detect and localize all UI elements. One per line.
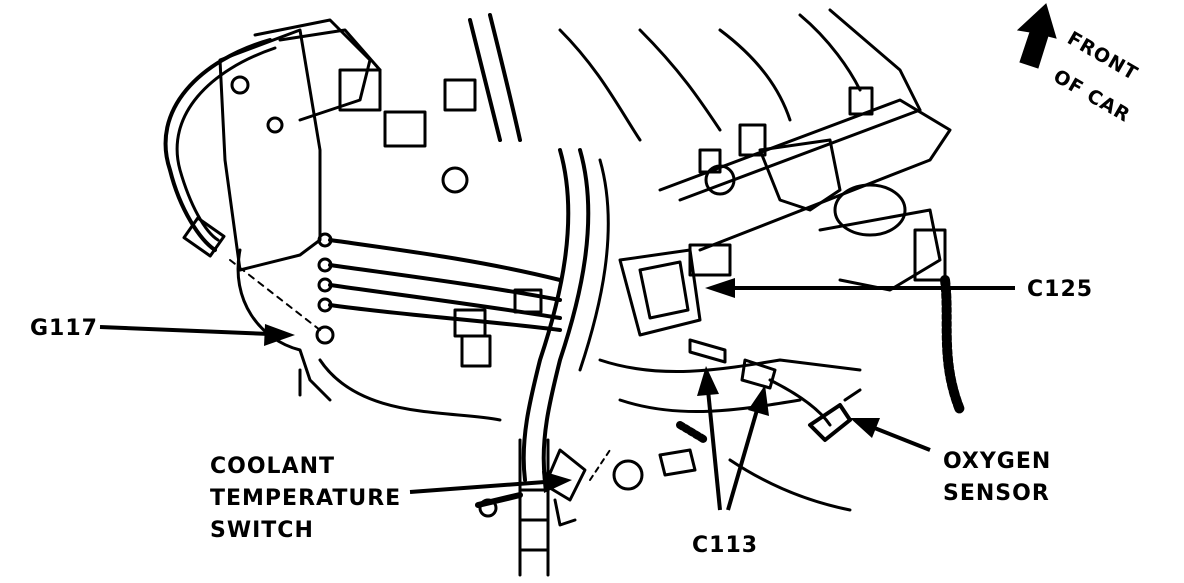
- oxygen-arrowhead: [850, 418, 880, 438]
- coolant-label-line1: COOLANT: [210, 454, 335, 479]
- callout-coolant-temperature-switch: COOLANT TEMPERATURE SWITCH: [210, 454, 572, 543]
- c125-label: C125: [1027, 277, 1093, 302]
- callout-c125: C125: [705, 277, 1093, 302]
- c113-arrowhead-left: [697, 366, 719, 396]
- g117-label: G117: [30, 316, 98, 341]
- callout-oxygen-sensor: OXYGEN SENSOR: [850, 418, 1051, 506]
- coolant-label-line3: SWITCH: [210, 518, 314, 543]
- g117-arrowhead: [264, 324, 295, 346]
- callout-c113: C113: [692, 366, 769, 558]
- c125-arrowhead: [705, 278, 735, 298]
- callout-g117: G117: [30, 316, 295, 346]
- front-of-car-indicator: FRONT OF CAR: [1016, 3, 1142, 127]
- front-arrow-icon: [1016, 3, 1057, 69]
- coolant-label-line2: TEMPERATURE: [210, 486, 401, 511]
- coolant-arrowhead: [542, 471, 572, 493]
- c113-arrowhead-right: [748, 385, 769, 416]
- oxygen-label-line1: OXYGEN: [943, 449, 1051, 474]
- oxygen-label-line2: SENSOR: [943, 481, 1050, 506]
- c113-label: C113: [692, 533, 758, 558]
- engine-illustration: [163, 8, 965, 577]
